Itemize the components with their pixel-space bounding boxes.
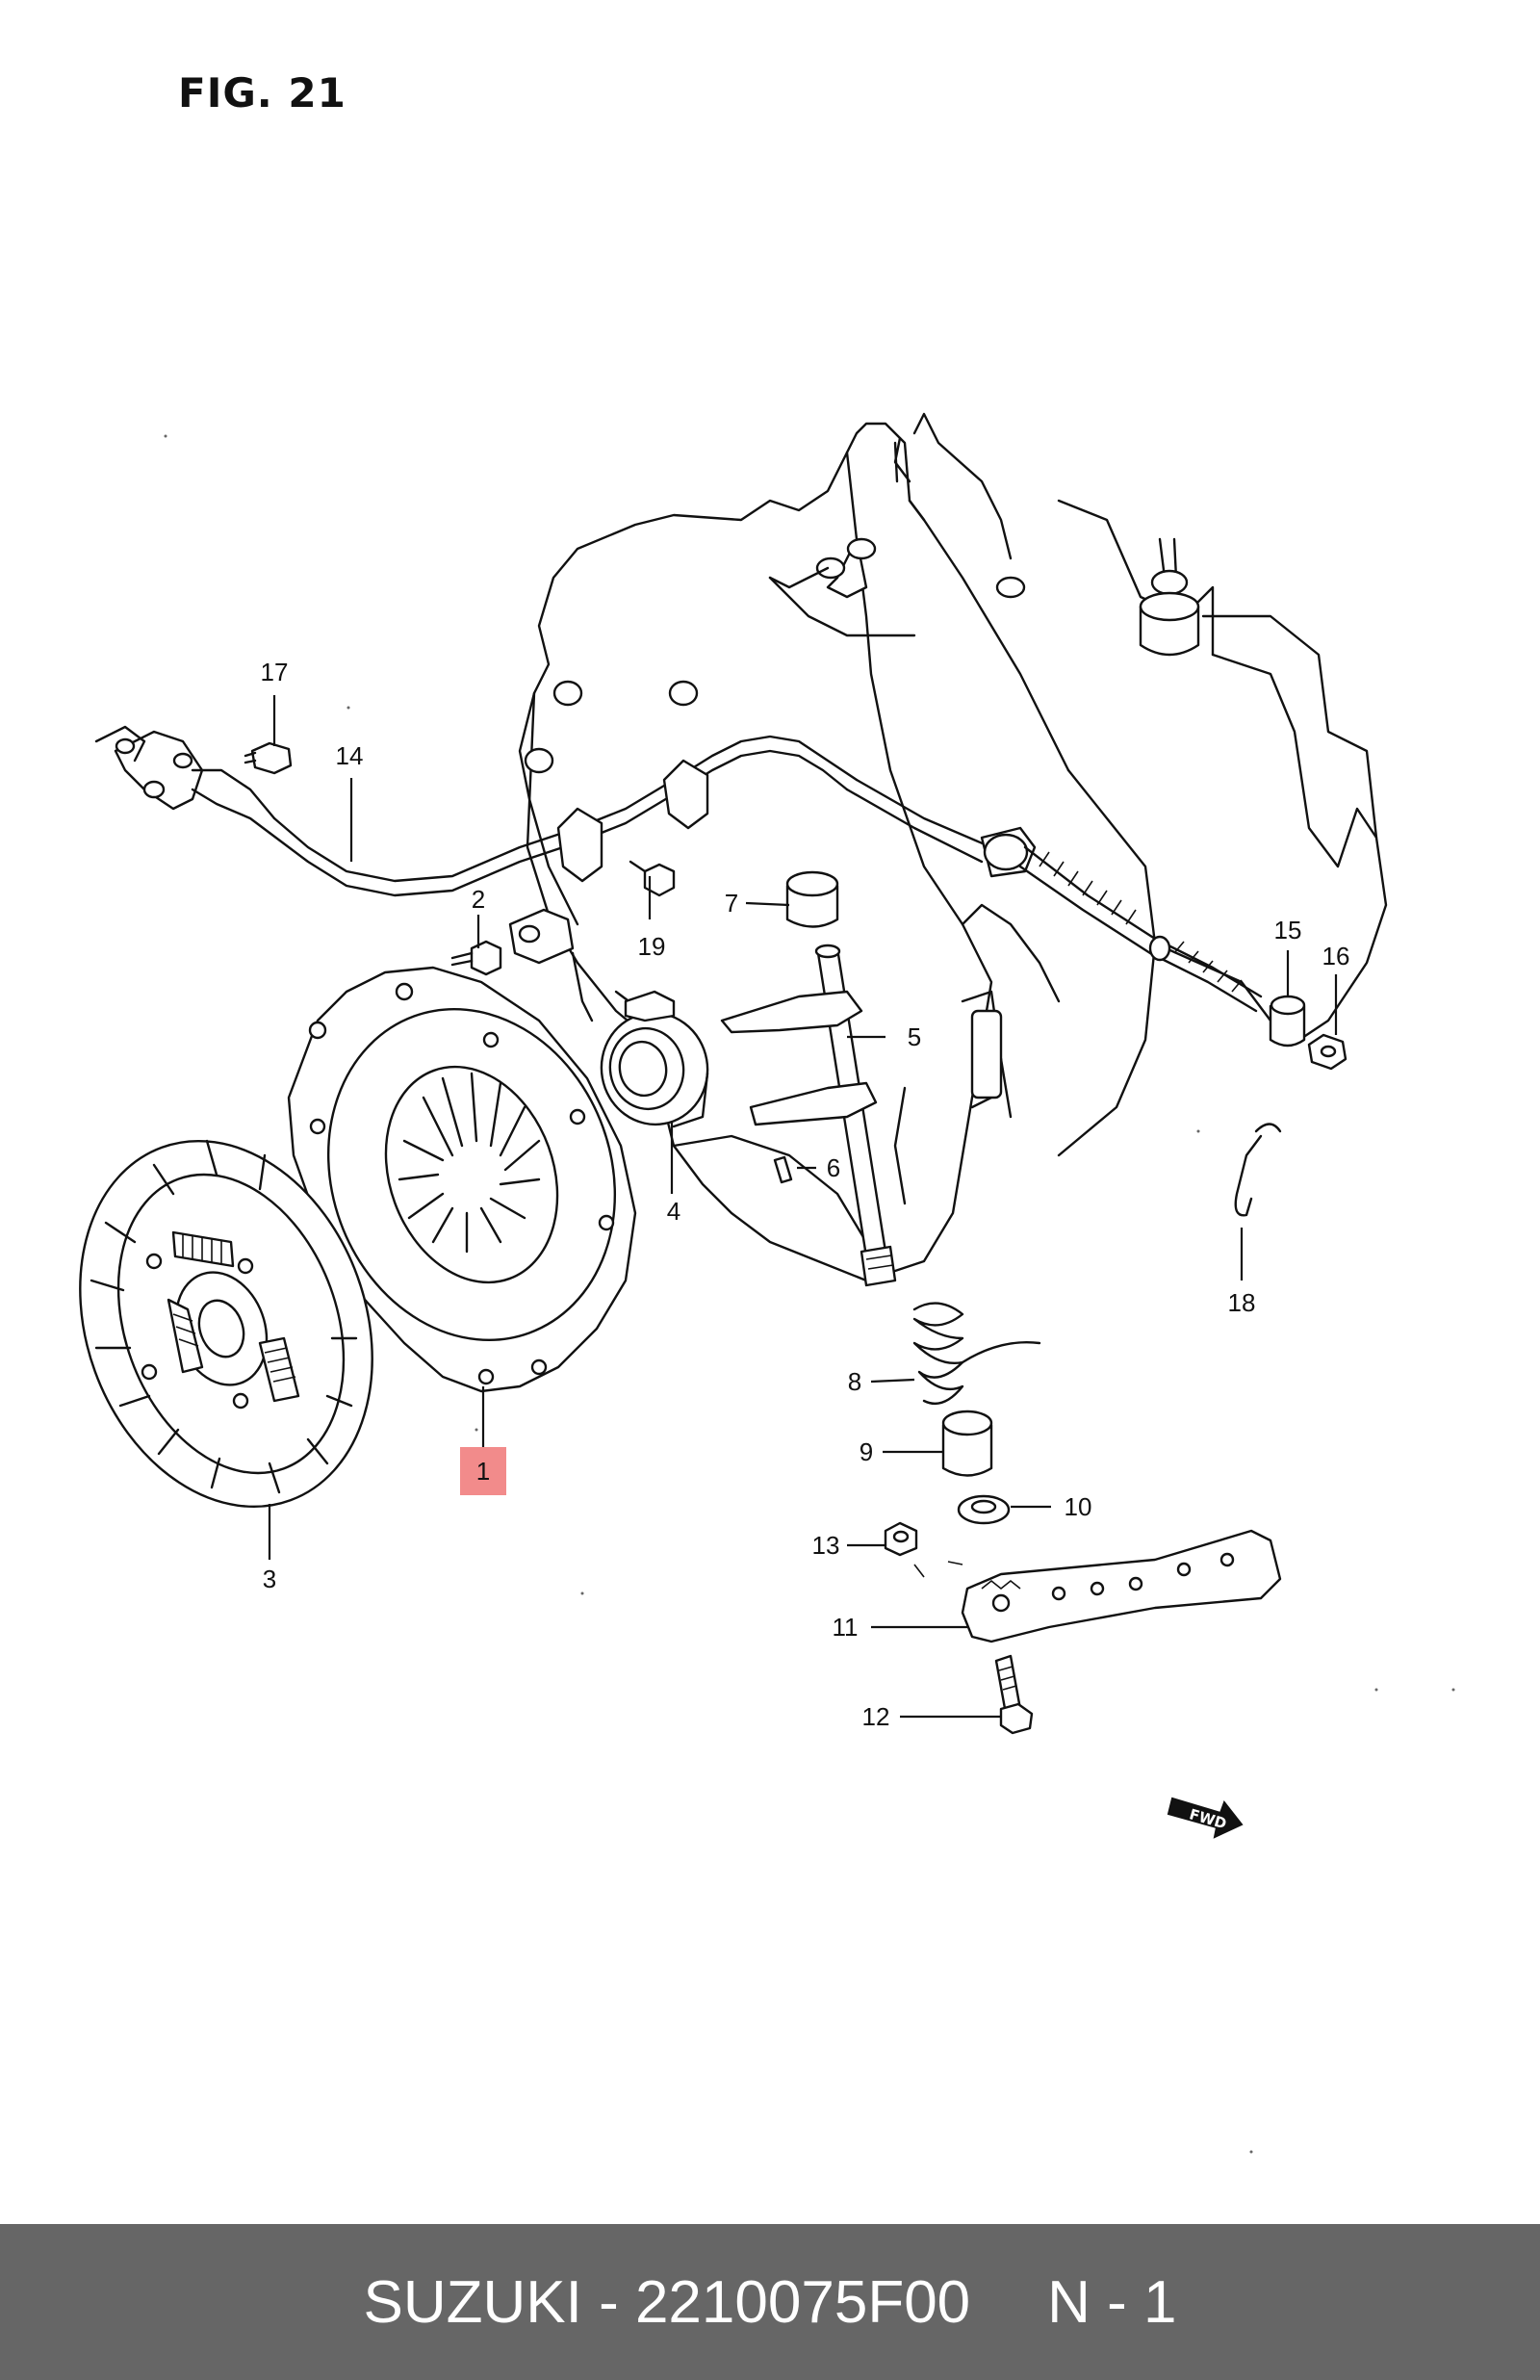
leader-lines (268, 695, 1338, 1719)
clutch-cable (94, 725, 1263, 1013)
callout-16[interactable]: 16 (1322, 942, 1350, 970)
bushing-9 (941, 1410, 993, 1477)
pivot-block (508, 908, 594, 1022)
footer-separator: - (599, 2268, 619, 2336)
callout-7[interactable]: 7 (724, 889, 739, 918)
callout-5[interactable]: 5 (907, 1022, 922, 1051)
figure-title: FIG. 21 (178, 69, 346, 116)
part-footer-bar: SUZUKI - 2210075F00 N - 1 (0, 2224, 1540, 2380)
release-fork-shaft (720, 944, 897, 1287)
callout-15[interactable]: 15 (1273, 916, 1302, 944)
callout-19[interactable]: 19 (637, 932, 666, 961)
callout-11[interactable]: 11 (832, 1613, 859, 1642)
release-lever-11 (961, 1529, 1282, 1643)
nut-13 (884, 1521, 963, 1578)
bushing-15 (1269, 995, 1306, 1048)
callout-1[interactable]: 1 (460, 1447, 506, 1495)
clutch-exploded-diagram: FWD (79, 412, 1455, 2154)
footer-quantity: N - 1 (1047, 2268, 1177, 2336)
callout-2[interactable]: 2 (471, 885, 486, 914)
release-bearing (600, 990, 709, 1128)
spring-8 (912, 1302, 1041, 1406)
footer-brand: SUZUKI (363, 2268, 582, 2336)
fwd-arrow-icon: FWD (1167, 1797, 1244, 1839)
callout-6[interactable]: 6 (826, 1153, 841, 1182)
scan-speckles (164, 434, 1455, 2154)
breather-vent (1139, 537, 1200, 657)
nut-16 (1307, 1033, 1348, 1071)
callout-8[interactable]: 8 (847, 1367, 862, 1396)
washer-10 (957, 1494, 1011, 1525)
bolt-17 (244, 741, 293, 775)
callout-10[interactable]: 10 (1064, 1492, 1092, 1521)
bolt-19 (629, 860, 676, 897)
footer-part-number: 2210075F00 (634, 2268, 971, 2336)
callout-12[interactable]: 12 (861, 1702, 890, 1731)
clutch-disc (79, 1139, 373, 1509)
bolt-12 (994, 1654, 1034, 1735)
bolt-2 (450, 940, 502, 976)
callout-3[interactable]: 3 (262, 1565, 277, 1593)
callout-17[interactable]: 17 (260, 658, 289, 686)
callout-4[interactable]: 4 (666, 1197, 681, 1226)
callout-18[interactable]: 18 (1227, 1288, 1256, 1317)
callout-9[interactable]: 9 (859, 1437, 874, 1466)
bushing-7 (785, 870, 839, 928)
callout-14[interactable]: 14 (335, 741, 364, 770)
callout-13[interactable]: 13 (811, 1531, 840, 1560)
clip-18 (1234, 1123, 1282, 1217)
pin-6 (773, 1155, 793, 1184)
